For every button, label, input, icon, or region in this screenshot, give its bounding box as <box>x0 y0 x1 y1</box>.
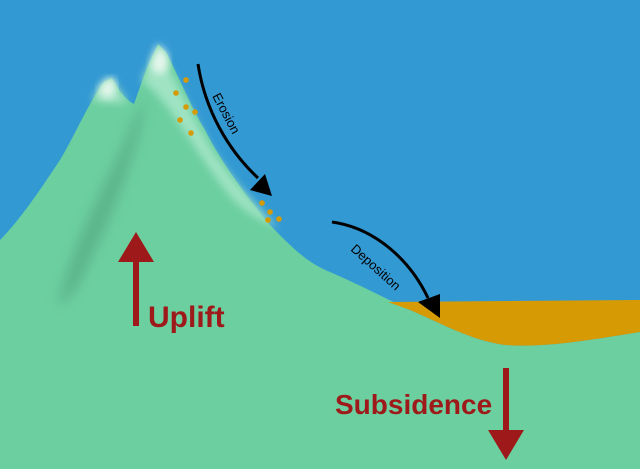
mountain-shadow <box>58 96 146 305</box>
erosion-arrow <box>196 63 272 196</box>
snow-cap-left <box>98 78 116 98</box>
uplift-arrow <box>118 232 154 326</box>
subsidence-arrow <box>488 368 524 460</box>
subsidence-label: Subsidence <box>335 389 492 420</box>
deposition-arrow <box>331 220 440 318</box>
land-mass <box>0 44 640 469</box>
snow-cap-right <box>150 44 169 74</box>
erosion-particles <box>173 77 282 223</box>
sediment-deposit <box>388 300 640 346</box>
uplift-label: Uplift <box>148 301 225 334</box>
